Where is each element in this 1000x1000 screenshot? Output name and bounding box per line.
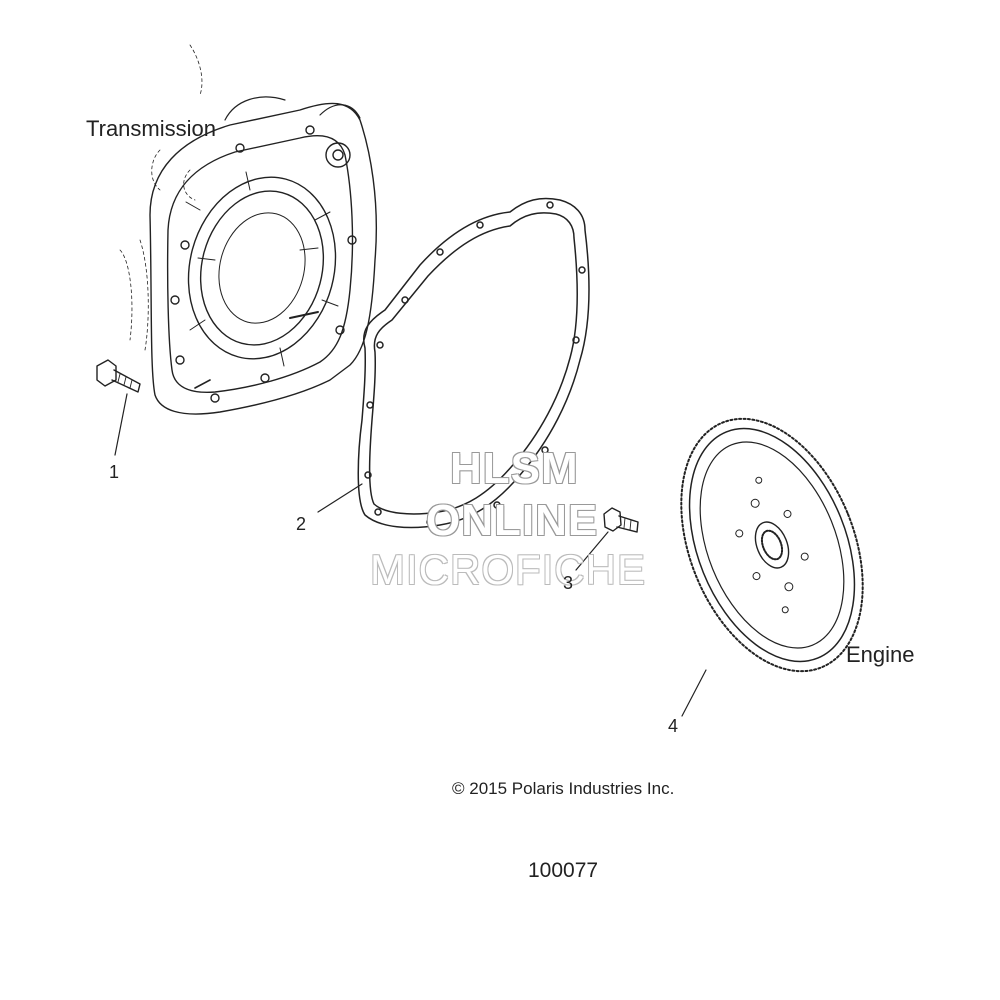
copyright-notice: © 2015 Polaris Industries Inc. — [452, 779, 675, 798]
callout-1: 1 — [109, 462, 120, 482]
watermark-line-1: HLSM — [450, 444, 579, 493]
callout-4: 4 — [668, 716, 679, 736]
diagram-id: 100077 — [528, 859, 599, 882]
transmission-label: Transmission — [86, 116, 216, 141]
callout-3: 3 — [563, 573, 574, 593]
leader-line-1 — [114, 393, 128, 456]
gasket-part-2 — [357, 197, 590, 529]
leader-line-2 — [317, 483, 363, 513]
leader-line-3 — [575, 531, 609, 571]
leader-line-4 — [681, 669, 707, 717]
flywheel-part-4 — [680, 417, 864, 673]
engine-label: Engine — [846, 642, 915, 667]
watermark-line-2: ONLINE — [426, 496, 599, 545]
watermark-line-3: MICROFICHE — [370, 546, 646, 593]
bolt-part-3 — [603, 507, 639, 533]
callout-2: 2 — [296, 514, 307, 534]
transmission-housing — [119, 44, 378, 415]
bolt-part-1 — [96, 359, 141, 393]
